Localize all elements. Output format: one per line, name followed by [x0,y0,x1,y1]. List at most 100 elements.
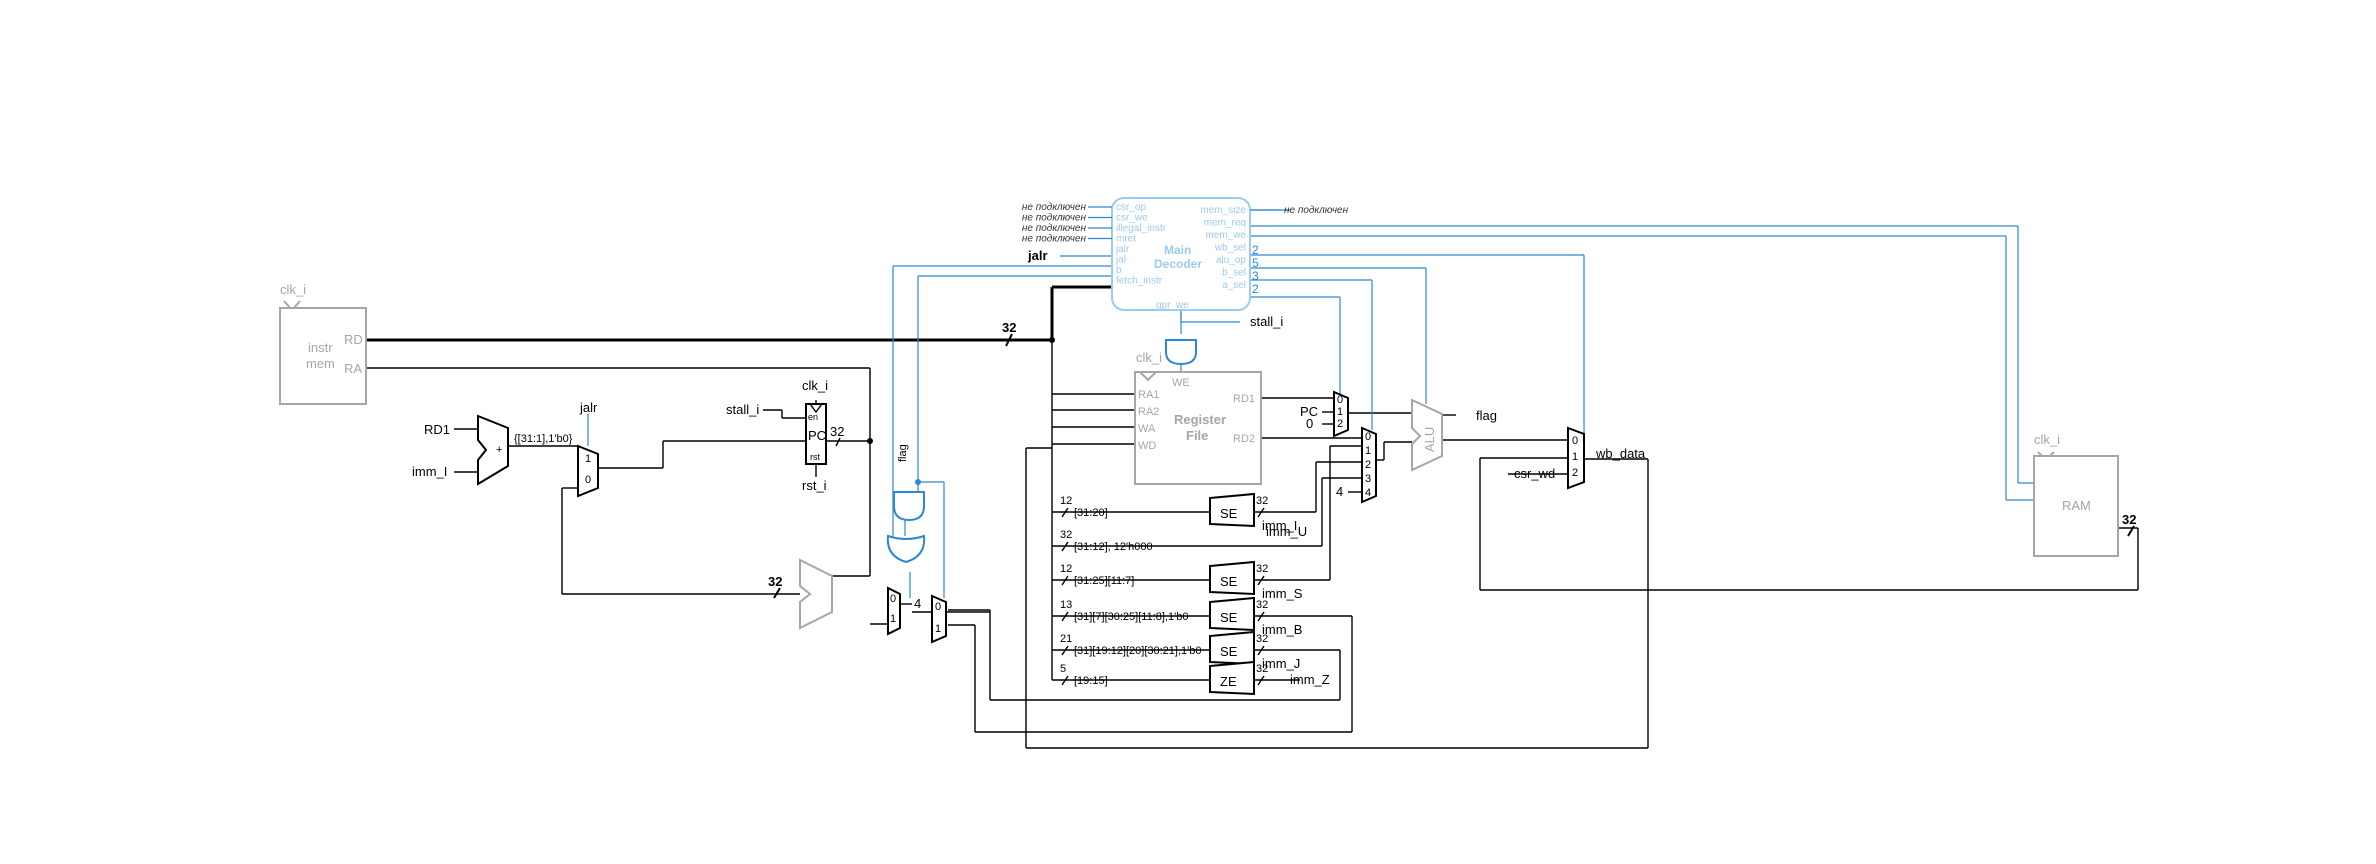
imm-gen-slash [1061,575,1069,586]
mux-a-zero: 0 [1306,416,1313,431]
decoder-gpr-we: gpr_we [1156,300,1189,311]
imm-gen-width: 32 [1060,529,1072,541]
ram-width: 32 [2122,512,2136,527]
imm-gen-name: imm_U [1266,524,1307,539]
jalr-sel-label: jalr [579,400,598,415]
decoder-jalr-out: jalr [1027,248,1048,263]
wb-data: wb_data [1595,446,1646,461]
decoder-port-jalr: jalr [1115,244,1130,255]
branch-mux1-in0: 0 [935,601,941,613]
rf-port-wa: WA [1138,423,1156,435]
imm-gen-slice: [31][7][30:25][11:8],1'b0 [1074,611,1188,623]
decoder-port-b-sel: b_sel [1222,268,1246,279]
mux-b [1361,426,1377,504]
branch-and-gate [893,491,925,522]
main-decoder: Main Decoder csr_opcsr_weillegal_instrmr… [1022,197,1349,311]
jalr-concat: {[31:1],1'b0} [514,433,573,445]
ram-block [2033,455,2119,557]
ram-label: RAM [2062,498,2091,513]
decoder-port-fetch-instr: fetch_instr [1116,276,1163,287]
rf-we-and-gate [1165,339,1197,366]
branch-mux0-in0: 0 [890,593,896,605]
imm-gen-width: 5 [1060,663,1066,675]
rf-clk-arrow [1139,371,1157,382]
wires [364,285,2139,749]
imm-gen-slash [1061,541,1069,552]
imm-gen-width: 12 [1060,563,1072,575]
imm-gen-out-slash [1257,575,1265,586]
alu-flag: flag [1476,408,1497,423]
imm-gen-slash [1061,507,1069,518]
mux-a-in-0: 0 [1337,394,1343,406]
ram: clk_i RAM 32 [2033,432,2136,557]
imm-gen-block-label: SE [1220,610,1238,625]
branch-or-gate [886,534,926,564]
decoder-port-mem-we: mem_we [1205,230,1246,241]
not-connected-label: не подключен [1284,205,1349,216]
imm-gen-slice: [31:25][11:7] [1074,575,1134,587]
instr-mem-block [279,307,367,405]
decoder-port-wb-sel: wb_sel [1214,243,1246,254]
jalr-path: RD1 imm_I + {[31:1],1'b0} jalr 1 0 [412,400,599,498]
imm-gen-name: imm_I [1262,518,1297,533]
imm-gen-slash [1061,611,1069,622]
imm-gen-out-width: 32 [1256,599,1268,611]
rf-rd1: RD1 [1233,393,1255,405]
branch-logic: flag 0 1 4 0 1 [886,444,947,644]
jalr-in-b: imm_I [412,464,447,479]
instr-bus-slash [1005,333,1013,347]
decoder-port-mret: mret [1116,234,1136,245]
pc-width-slash [835,437,841,447]
mux-a-pc: PC [1300,404,1318,419]
pc-block [805,403,827,465]
rf-rd2: RD2 [1233,433,1255,445]
decoder-port-b: b [1116,265,1122,276]
rf-stall: stall_i [1250,314,1283,329]
wb-mux [1567,426,1585,490]
imm-gen-block [1209,492,1255,528]
control-wires [587,209,2038,598]
decoder-port-mem-req: mem_req [1204,218,1246,229]
decoder-port-a-sel: a_sel [1222,280,1246,291]
not-connected-label: не подключен [1022,213,1087,224]
pc-adder: 32 [768,558,833,630]
rf-port-ra1: RA1 [1138,389,1159,401]
imm-gen-out-slash [1257,507,1265,518]
jalr-mux [577,444,599,498]
decoder-port-illegal-instr: illegal_instr [1116,223,1167,234]
jalr-adder-plus: + [496,444,502,456]
wb-mux-inputs: 012 [1572,435,1578,479]
rf-block [1134,371,1262,485]
imm-gen-out-slash [1257,645,1265,656]
decoder-port-mem-size: mem_size [1200,205,1246,216]
alu-label: ALU [1422,427,1437,452]
imm-gen-block [1209,660,1255,696]
pc-adder-shape [799,558,833,630]
not-connected-label: не подключен [1022,223,1087,234]
imm-gen-name: imm_B [1262,622,1302,637]
imm-gen-block [1209,560,1255,596]
decoder-title2: Decoder [1154,257,1202,271]
decoder-port-jal: jal [1115,255,1126,266]
imm-gen-out-slash [1257,675,1265,686]
instr-mem-name1: instr [308,340,333,355]
pc-adder-width: 32 [768,574,782,589]
not-connected-label: не подключен [1022,234,1087,245]
imm-gen-block-label: ZE [1220,674,1237,689]
rf-we: WE [1172,377,1190,389]
imm-gen-out-width: 32 [1256,495,1268,507]
imm-gen-name: imm_J [1262,656,1300,671]
mux-a-in-2: 2 [1337,418,1343,430]
pc-stall: stall_i [726,402,759,417]
wb-csr-wd: csr_wd [1514,466,1555,481]
instr-mem-ra: RA [344,361,362,376]
pc-junction [867,438,873,444]
pc-rst-port: rst [810,452,820,462]
